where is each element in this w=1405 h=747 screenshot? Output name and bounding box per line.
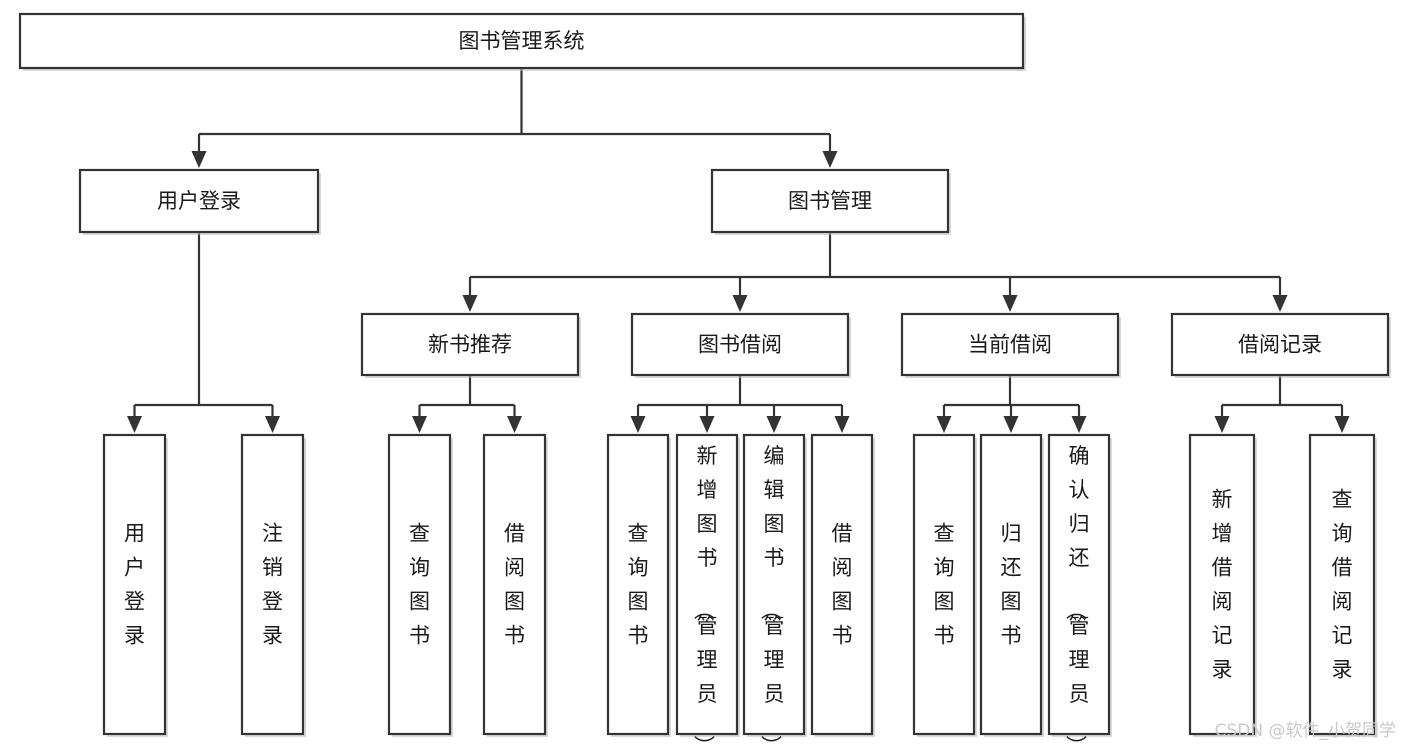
connector-group-book-manage — [462, 232, 1288, 312]
node-rect[interactable] — [912, 433, 976, 736]
node-rect[interactable] — [630, 312, 850, 377]
node-label: 借阅图书 — [504, 522, 525, 648]
node-rect[interactable] — [1047, 433, 1111, 736]
connector-group-book-borrow — [630, 375, 850, 433]
node-leaf-add-record[interactable]: 新增借阅记录 — [1188, 433, 1257, 737]
node-rect[interactable] — [710, 168, 950, 234]
node-label: 查询图书 — [409, 522, 430, 648]
node-label: 查询图书 — [934, 522, 955, 648]
node-label: 查询图书 — [628, 522, 649, 648]
node-leaf-query-book-3[interactable]: 查询图书 — [912, 433, 977, 737]
node-label: 确认归还（管理员） — [1064, 444, 1090, 747]
node-rect[interactable] — [102, 433, 167, 736]
node-label: 用户登录 — [157, 189, 241, 213]
node-rect[interactable] — [979, 433, 1043, 736]
node-rect[interactable] — [1188, 433, 1256, 736]
node-user-login[interactable]: 用户登录 — [78, 168, 321, 235]
connector-layer — [127, 68, 1350, 433]
node-borrow-record[interactable]: 借阅记录 — [1170, 312, 1391, 378]
node-label: 用户登录 — [124, 522, 145, 648]
node-rect[interactable] — [78, 168, 320, 234]
node-book-manage[interactable]: 图书管理 — [710, 168, 951, 235]
node-label: 当前借阅 — [968, 333, 1052, 357]
node-rect[interactable] — [810, 433, 874, 736]
node-leaf-edit-book[interactable]: 编辑图书（管理员） — [742, 433, 807, 747]
node-leaf-borrow-book-1[interactable]: 借阅图书 — [482, 433, 548, 737]
connector-group-root — [191, 68, 838, 168]
connector-group-user-login — [127, 232, 280, 433]
node-rect[interactable] — [360, 312, 580, 377]
node-label: 图书借阅 — [698, 333, 782, 357]
node-label: 注销登录 — [262, 522, 283, 648]
node-label: 编辑图书（管理员） — [759, 444, 785, 747]
node-rect[interactable] — [18, 12, 1025, 70]
node-label: 新增借阅记录 — [1212, 488, 1233, 682]
node-leaf-borrow-book-2[interactable]: 借阅图书 — [810, 433, 875, 737]
node-root[interactable]: 图书管理系统 — [18, 12, 1026, 71]
connector-group-borrow-record — [1214, 375, 1350, 433]
node-leaf-query-record[interactable]: 查询借阅记录 — [1308, 433, 1377, 737]
node-rect[interactable] — [387, 433, 452, 736]
node-label: 图书管理系统 — [459, 29, 585, 53]
node-leaf-query-book-1[interactable]: 查询图书 — [387, 433, 453, 737]
node-label: 图书管理 — [788, 189, 872, 213]
connector-group-current-borrow — [936, 375, 1087, 433]
node-label: 查询借阅记录 — [1332, 488, 1353, 682]
node-leaf-confirm-return[interactable]: 确认归还（管理员） — [1047, 433, 1112, 747]
node-rect[interactable] — [742, 433, 806, 736]
node-rect[interactable] — [900, 312, 1120, 377]
node-book-borrow[interactable]: 图书借阅 — [630, 312, 851, 378]
node-current-borrow[interactable]: 当前借阅 — [900, 312, 1121, 378]
node-leaf-return-book[interactable]: 归还图书 — [979, 433, 1044, 737]
node-leaf-query-book-2[interactable]: 查询图书 — [606, 433, 671, 737]
node-layer: 图书管理系统用户登录图书管理新书推荐图书借阅当前借阅借阅记录用户登录注销登录查询… — [18, 12, 1391, 747]
node-rect[interactable] — [1170, 312, 1390, 377]
node-rect[interactable] — [675, 433, 739, 736]
node-label: 归还图书 — [1001, 522, 1022, 648]
node-rect[interactable] — [606, 433, 670, 736]
node-label: 新增图书（管理员） — [692, 444, 718, 747]
csdn-watermark: CSDN @软件_小贺同学 — [1215, 721, 1396, 741]
node-rect[interactable] — [240, 433, 305, 736]
node-label: 新书推荐 — [428, 333, 512, 357]
node-leaf-add-book[interactable]: 新增图书（管理员） — [675, 433, 740, 747]
node-leaf-user-login[interactable]: 用户登录 — [102, 433, 168, 737]
node-rect[interactable] — [1308, 433, 1376, 736]
node-label: 借阅记录 — [1238, 333, 1322, 357]
node-label: 借阅图书 — [832, 522, 853, 648]
connector-group-new-book-rec — [412, 375, 522, 433]
node-new-book-rec[interactable]: 新书推荐 — [360, 312, 581, 378]
node-leaf-logout[interactable]: 注销登录 — [240, 433, 306, 737]
node-rect[interactable] — [482, 433, 547, 736]
